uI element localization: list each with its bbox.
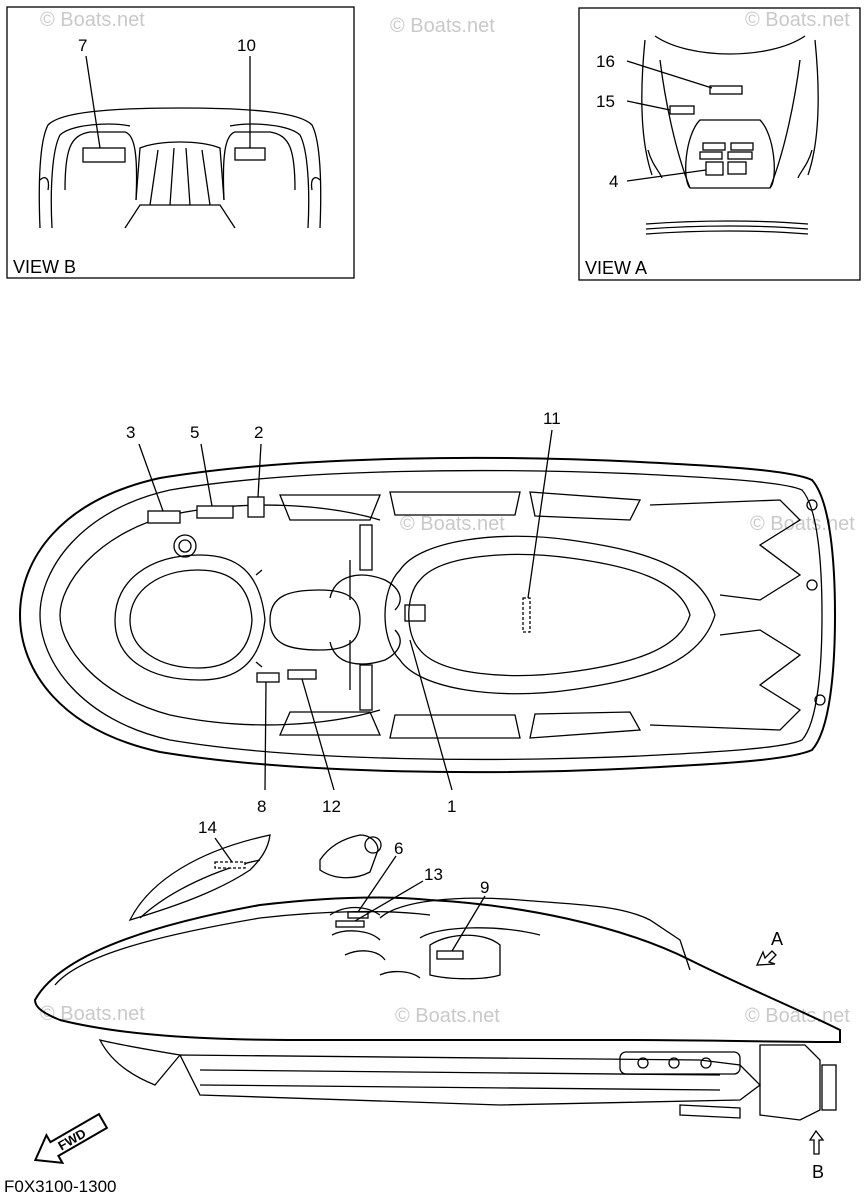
callout-8: 8 <box>257 797 266 816</box>
label-5-decal <box>196 505 234 519</box>
label-11-decal <box>522 597 531 633</box>
view-b-panel: 7 10 VIEW B <box>6 6 355 279</box>
callout-10: 10 <box>237 36 256 55</box>
label-7-decal <box>82 147 126 163</box>
watermark-1: © Boats.net <box>40 9 145 31</box>
callout-14: 14 <box>198 818 217 837</box>
watermark-2: © Boats.net <box>390 15 495 37</box>
watermark-5: © Boats.net <box>750 513 855 535</box>
view-b-arrow-icon <box>808 1129 825 1155</box>
callout-5: 5 <box>190 423 199 442</box>
view-a-label: VIEW A <box>585 258 647 278</box>
fwd-arrow-icon <box>33 1112 109 1165</box>
label-14-decal <box>214 861 246 869</box>
callout-6: 6 <box>394 839 403 858</box>
view-b-marker-text: B <box>812 1162 824 1182</box>
watermark-7: © Boats.net <box>395 1005 500 1027</box>
label-8-decal <box>256 672 280 683</box>
watermark-3: © Boats.net <box>745 9 850 31</box>
label-15-decal <box>669 105 695 115</box>
callout-13: 13 <box>424 865 443 884</box>
watermark-6: © Boats.net <box>40 1003 145 1025</box>
fwd-arrow: FWD <box>33 1112 109 1165</box>
view-a-marker: A <box>755 929 783 966</box>
callout-2: 2 <box>254 423 263 442</box>
view-b-marker: B <box>808 1129 825 1182</box>
view-b-label: VIEW B <box>13 257 76 277</box>
diagram-code: F0X3100-1300 <box>4 1177 116 1196</box>
callout-4: 4 <box>609 172 618 191</box>
view-a-marker-text: A <box>771 929 783 949</box>
callout-3: 3 <box>126 423 135 442</box>
watermark-8: © Boats.net <box>745 1005 850 1027</box>
label-16-decal <box>709 85 743 95</box>
top-view-craft: 3 5 2 11 8 12 1 <box>18 409 837 816</box>
label-2-decal <box>247 496 265 518</box>
callout-16: 16 <box>596 52 615 71</box>
label-4-decal <box>705 161 724 176</box>
watermark-4: © Boats.net <box>400 513 505 535</box>
label-12-decal <box>287 669 317 680</box>
label-10-decal <box>234 147 266 161</box>
callout-9: 9 <box>480 878 489 897</box>
callout-1: 1 <box>447 797 456 816</box>
label-3-decal <box>147 510 181 524</box>
callout-15: 15 <box>596 92 615 111</box>
callout-11: 11 <box>543 409 561 428</box>
side-view-craft: 14 6 13 9 <box>33 818 841 1121</box>
view-a-arrow-icon <box>755 950 777 966</box>
watermarks: © Boats.net © Boats.net © Boats.net © Bo… <box>40 9 855 1027</box>
label-13-decal <box>335 920 365 928</box>
label-9-decal <box>436 950 464 960</box>
callout-7: 7 <box>78 36 87 55</box>
view-a-panel: 16 15 4 VIEW A <box>578 7 861 281</box>
callout-12: 12 <box>322 797 341 816</box>
